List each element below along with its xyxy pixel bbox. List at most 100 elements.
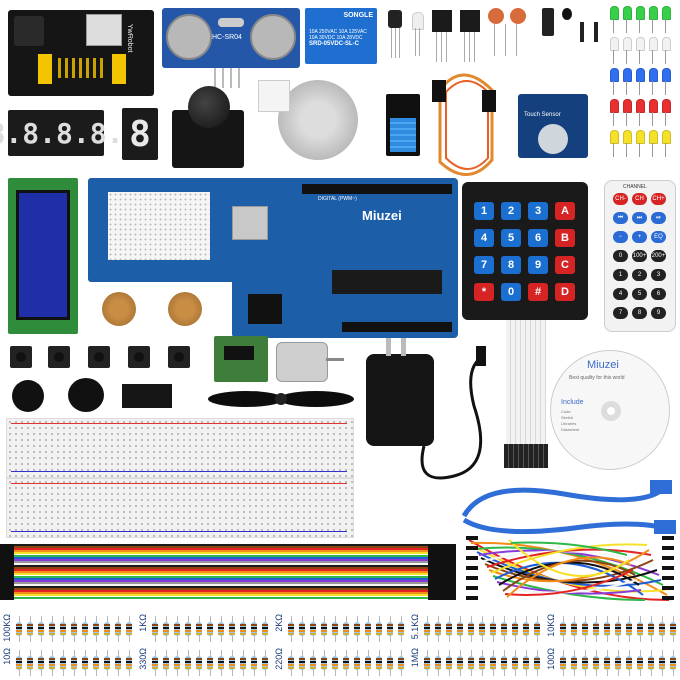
resistor-band (163, 661, 169, 663)
resistor-band (435, 664, 441, 666)
resistor-band (512, 630, 518, 632)
keypad-key: A (555, 202, 575, 220)
resistor-band (571, 664, 577, 666)
keypad-key: C (555, 256, 575, 274)
jumper-wire (486, 548, 652, 568)
resistor-band (637, 664, 643, 666)
resistor-band (299, 633, 305, 635)
resistor-band (398, 661, 404, 663)
resistor-band (49, 661, 55, 663)
resistor-band (262, 633, 268, 635)
resistor (670, 616, 676, 642)
resistor-band (262, 627, 268, 629)
led (610, 37, 619, 51)
remote-button: 100+ (632, 250, 647, 262)
lcd-1602 (8, 178, 78, 334)
resistor-band (490, 627, 496, 629)
resistor-band (115, 624, 121, 626)
resistor (60, 616, 66, 642)
resistor-band (115, 627, 121, 629)
resistor-band (479, 633, 485, 635)
resistor (435, 650, 441, 676)
resistor-band (560, 661, 566, 663)
resistor (424, 616, 430, 642)
ribbon-wire (4, 554, 454, 557)
resistor-band (571, 627, 577, 629)
resistor-band (288, 624, 294, 626)
ribbon-wire (4, 556, 454, 559)
resistor-band (512, 658, 518, 660)
resistor-band (196, 630, 202, 632)
resistor-band (501, 624, 507, 626)
resistor-band (446, 624, 452, 626)
resistor-band (310, 664, 316, 666)
touch-pad (538, 124, 568, 154)
resistor-band (218, 658, 224, 660)
resistor-value-label: 5.1KΩ (410, 614, 420, 640)
resistor (82, 616, 88, 642)
resistor-band (354, 658, 360, 660)
ribbon-wire (4, 569, 454, 572)
resistor-band (93, 627, 99, 629)
led-leg (639, 50, 640, 64)
resistor (126, 650, 132, 676)
tactile-button-1 (10, 346, 32, 368)
resistor-band (457, 658, 463, 660)
resistor-band (240, 624, 246, 626)
resistor-band (604, 624, 610, 626)
ribbon-connectors-left (0, 544, 14, 600)
resistor-band (435, 630, 441, 632)
resistor-band (229, 658, 235, 660)
resistor (637, 616, 643, 642)
resistor-band (288, 633, 294, 635)
keypad-key: 3 (528, 202, 548, 220)
jumper-wire (506, 556, 632, 598)
resistor-band (207, 664, 213, 666)
resistor-band (604, 633, 610, 635)
resistor-band (512, 624, 518, 626)
resistor-band (104, 658, 110, 660)
resistor-band (376, 664, 382, 666)
resistor-band (207, 633, 213, 635)
resistor (174, 616, 180, 642)
resistor-band (93, 633, 99, 635)
resistor (321, 616, 327, 642)
resistor-band (321, 624, 327, 626)
resistor-band (659, 630, 665, 632)
resistor-band (49, 658, 55, 660)
resistor-band (560, 633, 566, 635)
resistor-band (637, 633, 643, 635)
resistor (479, 616, 485, 642)
resistor-band (365, 658, 371, 660)
resistor-band (343, 664, 349, 666)
resistor-band (457, 633, 463, 635)
led (623, 130, 632, 144)
remote-button: 200+ (651, 250, 666, 262)
resistor-band (262, 624, 268, 626)
resistor-band (365, 664, 371, 666)
tactile-button-5 (168, 346, 190, 368)
led (636, 37, 645, 51)
resistor (196, 650, 202, 676)
resistor-band (38, 658, 44, 660)
ir-receiver-legs (391, 28, 400, 58)
resistor-band (424, 658, 430, 660)
transistor-2 (460, 10, 480, 32)
remote-button: 5 (632, 288, 647, 300)
resistor (229, 650, 235, 676)
resistor-band (615, 658, 621, 660)
resistor-band (174, 627, 180, 629)
jumper-pin (662, 566, 674, 570)
resistor-band (512, 627, 518, 629)
resistor-band (523, 664, 529, 666)
resistor-band (185, 661, 191, 663)
usb-cable (461, 480, 676, 535)
jumper-pin (466, 596, 478, 600)
resistor-band (670, 633, 676, 635)
potentiometer-2 (158, 292, 212, 330)
resistor (240, 650, 246, 676)
cd-subtitle: Best quality for this world (569, 375, 625, 381)
mini-breadboard (108, 192, 210, 260)
tactile-button-4 (128, 346, 150, 368)
